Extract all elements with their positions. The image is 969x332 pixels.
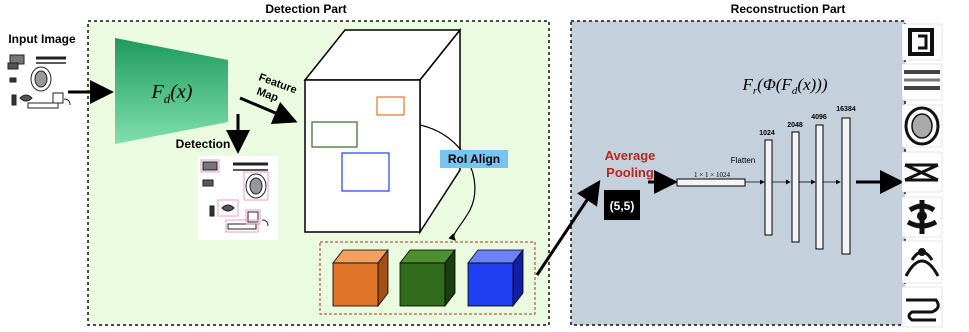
orange-feature-cube [332,248,389,308]
input-image-thumbnail [7,54,71,109]
fc-layer-1024 [764,139,773,236]
detection-result-image [198,156,278,240]
to-pooling-arrow [535,180,601,276]
roi-features-frame [319,241,536,315]
layer-1024-label: 1024 [759,130,775,137]
layer-4096-label: 4096 [811,114,827,121]
reconstructed-output-6 [901,240,943,284]
average-pooling-label-2: Pooling [606,165,654,180]
feature-map-cube [303,27,462,235]
fc-layer-4096 [815,124,824,250]
feature-map-arrow [239,96,298,125]
pool-size-badge [604,190,640,220]
roi-box-orange [376,96,405,116]
roi-align-label: RoI Align [448,152,500,166]
roi-box-blue [341,152,390,192]
reconstruction-part-title: Reconstruction Part [731,2,846,16]
input-image-label: Input Image [8,32,76,46]
reconstructed-output-3 [901,104,943,148]
detector-function-label: Fd(x) [151,81,193,106]
roi-box-green [311,121,358,148]
fc-layer-16384 [841,117,851,255]
blue-feature-cube [467,248,524,308]
reconstructed-output-2 [901,63,943,101]
reconstructed-output-5 [901,196,943,238]
flattened-vector [676,178,746,187]
roi-align-arrow [419,124,476,241]
layer-16384-label: 16384 [836,106,856,113]
reconstructed-output-1 [901,23,943,61]
flatten-label: Flatten [731,156,755,165]
average-pooling-label-1: Average [605,148,656,163]
detection-label: Detection [176,137,231,151]
vector-dim-label: 1 × 1 × 1024 [694,171,730,179]
detector-funnel [115,38,228,144]
reconstructed-output-7 [901,286,943,328]
roi-align-badge [440,150,508,168]
reconstruction-formula: Fr(Φ(Fd(x))) [741,75,827,97]
fc-layer-2048 [791,131,800,243]
pool-size-label: (5,5) [610,199,635,213]
layer-2048-label: 2048 [787,122,803,129]
detection-part-title: Detection Part [265,2,346,16]
green-feature-cube [399,248,456,308]
reconstructed-output-4 [901,151,943,193]
